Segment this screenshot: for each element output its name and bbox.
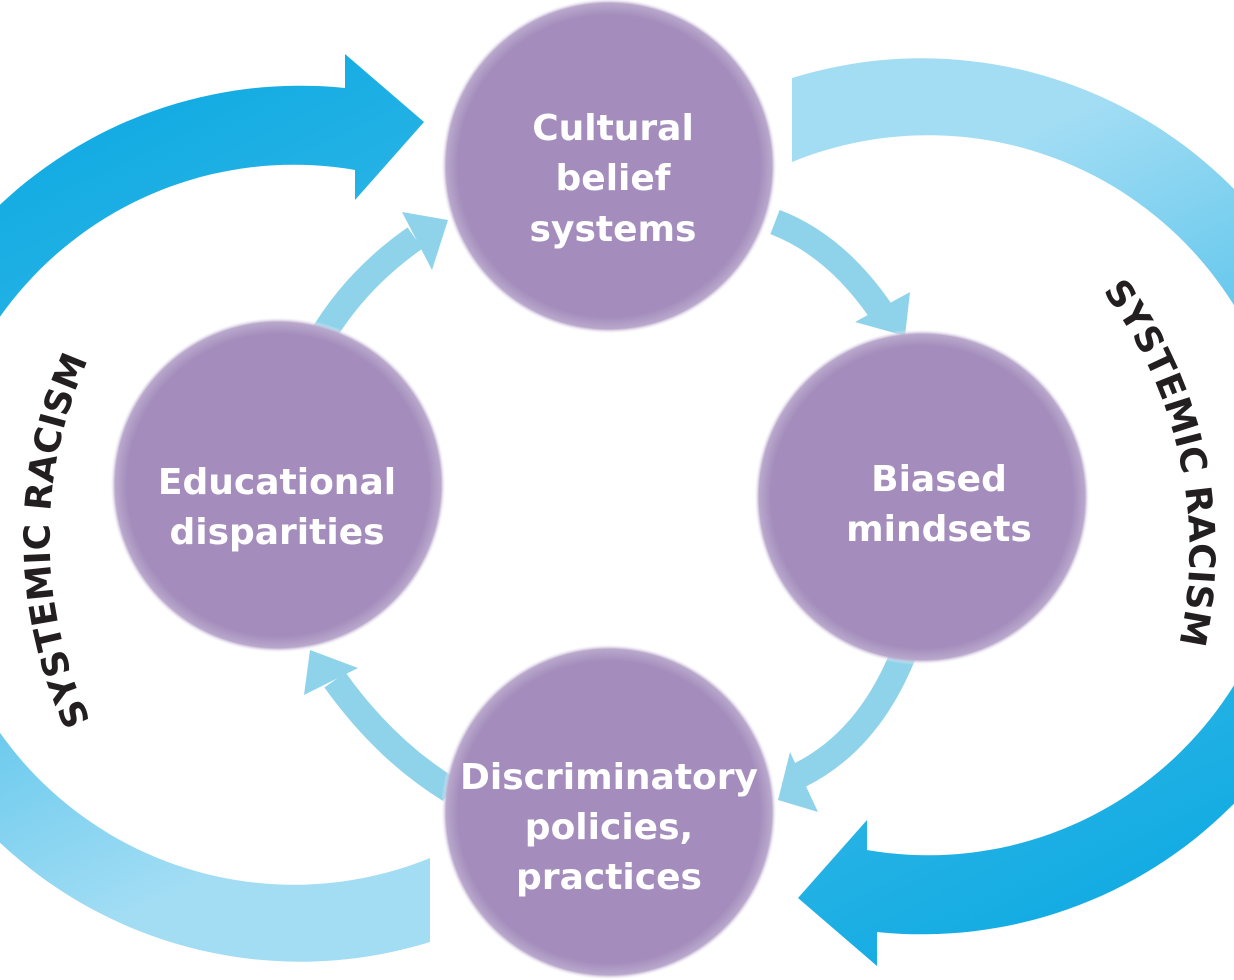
band-label-left: SYSTEMIC RACISM — [18, 348, 99, 734]
systemic-racism-arrow-right — [792, 58, 1234, 966]
band-label-right: SYSTEMIC RACISM — [1095, 272, 1221, 649]
node-label: belief — [556, 158, 671, 199]
arrow-discriminatory-to-educational — [324, 672, 457, 802]
arrow-head-icon — [402, 212, 448, 270]
node-label: disparities — [169, 512, 384, 553]
arrow-head-icon — [778, 752, 818, 812]
systemic-racism-arrow-left — [0, 54, 430, 962]
node-label: policies, — [525, 807, 693, 848]
arrow-cultural-to-biased — [770, 209, 891, 318]
node-label: Cultural — [532, 108, 694, 149]
node-label: Discriminatory — [460, 757, 758, 798]
node-label: systems — [530, 209, 697, 250]
arrow-head-icon — [855, 292, 910, 336]
node-label: Biased — [871, 459, 1007, 500]
arrow-biased-to-discriminatory — [793, 645, 918, 787]
node-discriminatory-policies-practices: Discriminatory policies, practices — [441, 644, 777, 980]
node-cultural-belief-systems: Cultural belief systems — [441, 0, 777, 334]
arrow-educational-to-cultural — [308, 227, 423, 347]
node-label: mindsets — [846, 509, 1032, 550]
node-label: Educational — [158, 462, 396, 503]
arrow-head-icon — [304, 650, 358, 695]
node-biased-mindsets: Biased mindsets — [754, 329, 1090, 665]
node-label: practices — [516, 857, 702, 898]
node-educational-disparities: Educational disparities — [110, 317, 446, 653]
